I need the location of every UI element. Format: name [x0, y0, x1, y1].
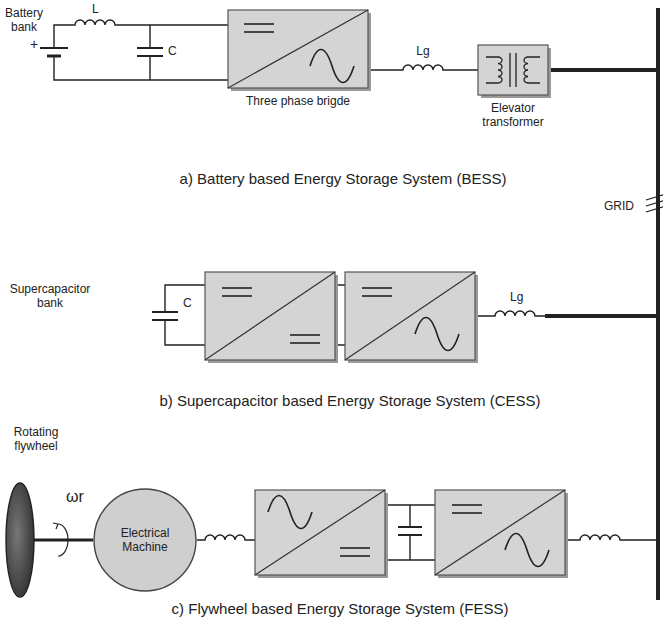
- component-label: Battery bank: [0, 6, 48, 34]
- node-text: Electrical Machine: [106, 526, 184, 554]
- component-label: C: [183, 296, 192, 310]
- component-label: Supercapacitor bank: [0, 282, 100, 310]
- transformer-box-outline: [478, 45, 548, 95]
- node-text: Elevator transformer: [471, 101, 555, 129]
- component-label: C: [168, 44, 177, 58]
- component-label: Rotating flywheel: [0, 425, 72, 453]
- component-label: L: [92, 2, 99, 16]
- node-text: Three phase brigde: [218, 94, 378, 108]
- subfigure-caption: b) Supercapacitor based Energy Storage S…: [159, 392, 540, 409]
- electrical-machine: Electrical Machine: [93, 488, 197, 592]
- transformer-box: Elevator transformer: [478, 45, 548, 95]
- grid-label: GRID: [604, 199, 634, 213]
- speed-symbol: ωr: [66, 488, 84, 506]
- subfigure-caption: c) Flywheel based Energy Storage System …: [172, 600, 509, 617]
- inductor-wire: [368, 65, 478, 70]
- component-label: Lg: [510, 290, 523, 304]
- converter-box: Three phase brigde: [228, 10, 368, 88]
- inductor-label: Lg: [416, 44, 429, 58]
- subfigure-caption: a) Battery based Energy Storage System (…: [180, 170, 507, 187]
- polarity-sign: +: [30, 36, 38, 52]
- converter-box-outline: [228, 10, 368, 88]
